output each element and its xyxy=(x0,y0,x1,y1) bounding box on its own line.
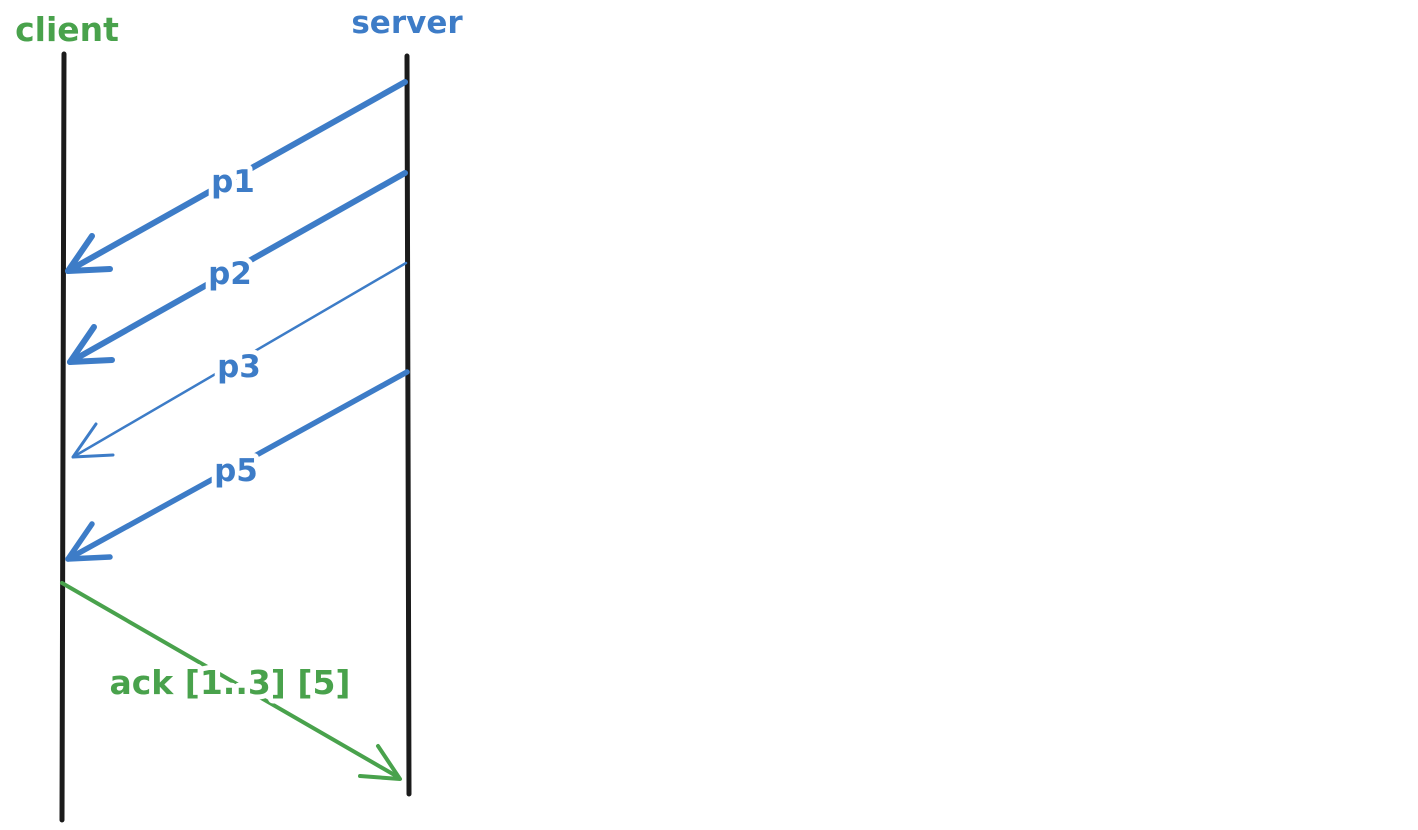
arrowhead-p2 xyxy=(67,324,115,365)
message-arrow-p3 xyxy=(71,261,408,459)
arrowhead-p3 xyxy=(71,422,115,459)
arrowhead-p1 xyxy=(65,233,113,274)
server-lifeline xyxy=(404,53,412,797)
message-arrow-p5 xyxy=(65,369,410,562)
arrowhead-p5 xyxy=(65,521,113,562)
message-arrow-ack xyxy=(60,581,400,779)
message-label-p2: p2 xyxy=(208,256,252,292)
message-arrow-p2 xyxy=(67,170,408,365)
client-lifeline xyxy=(59,51,67,823)
message-label-ack: ack [1..3] [5] xyxy=(109,663,350,702)
arrowhead-ack xyxy=(358,744,402,781)
message-label-p1: p1 xyxy=(211,164,255,200)
client-lifeline-label: client xyxy=(15,10,119,49)
message-label-p5: p5 xyxy=(214,453,258,489)
server-lifeline-label: server xyxy=(351,5,463,41)
message-label-p3: p3 xyxy=(217,349,261,385)
message-arrow-p1 xyxy=(65,79,408,274)
